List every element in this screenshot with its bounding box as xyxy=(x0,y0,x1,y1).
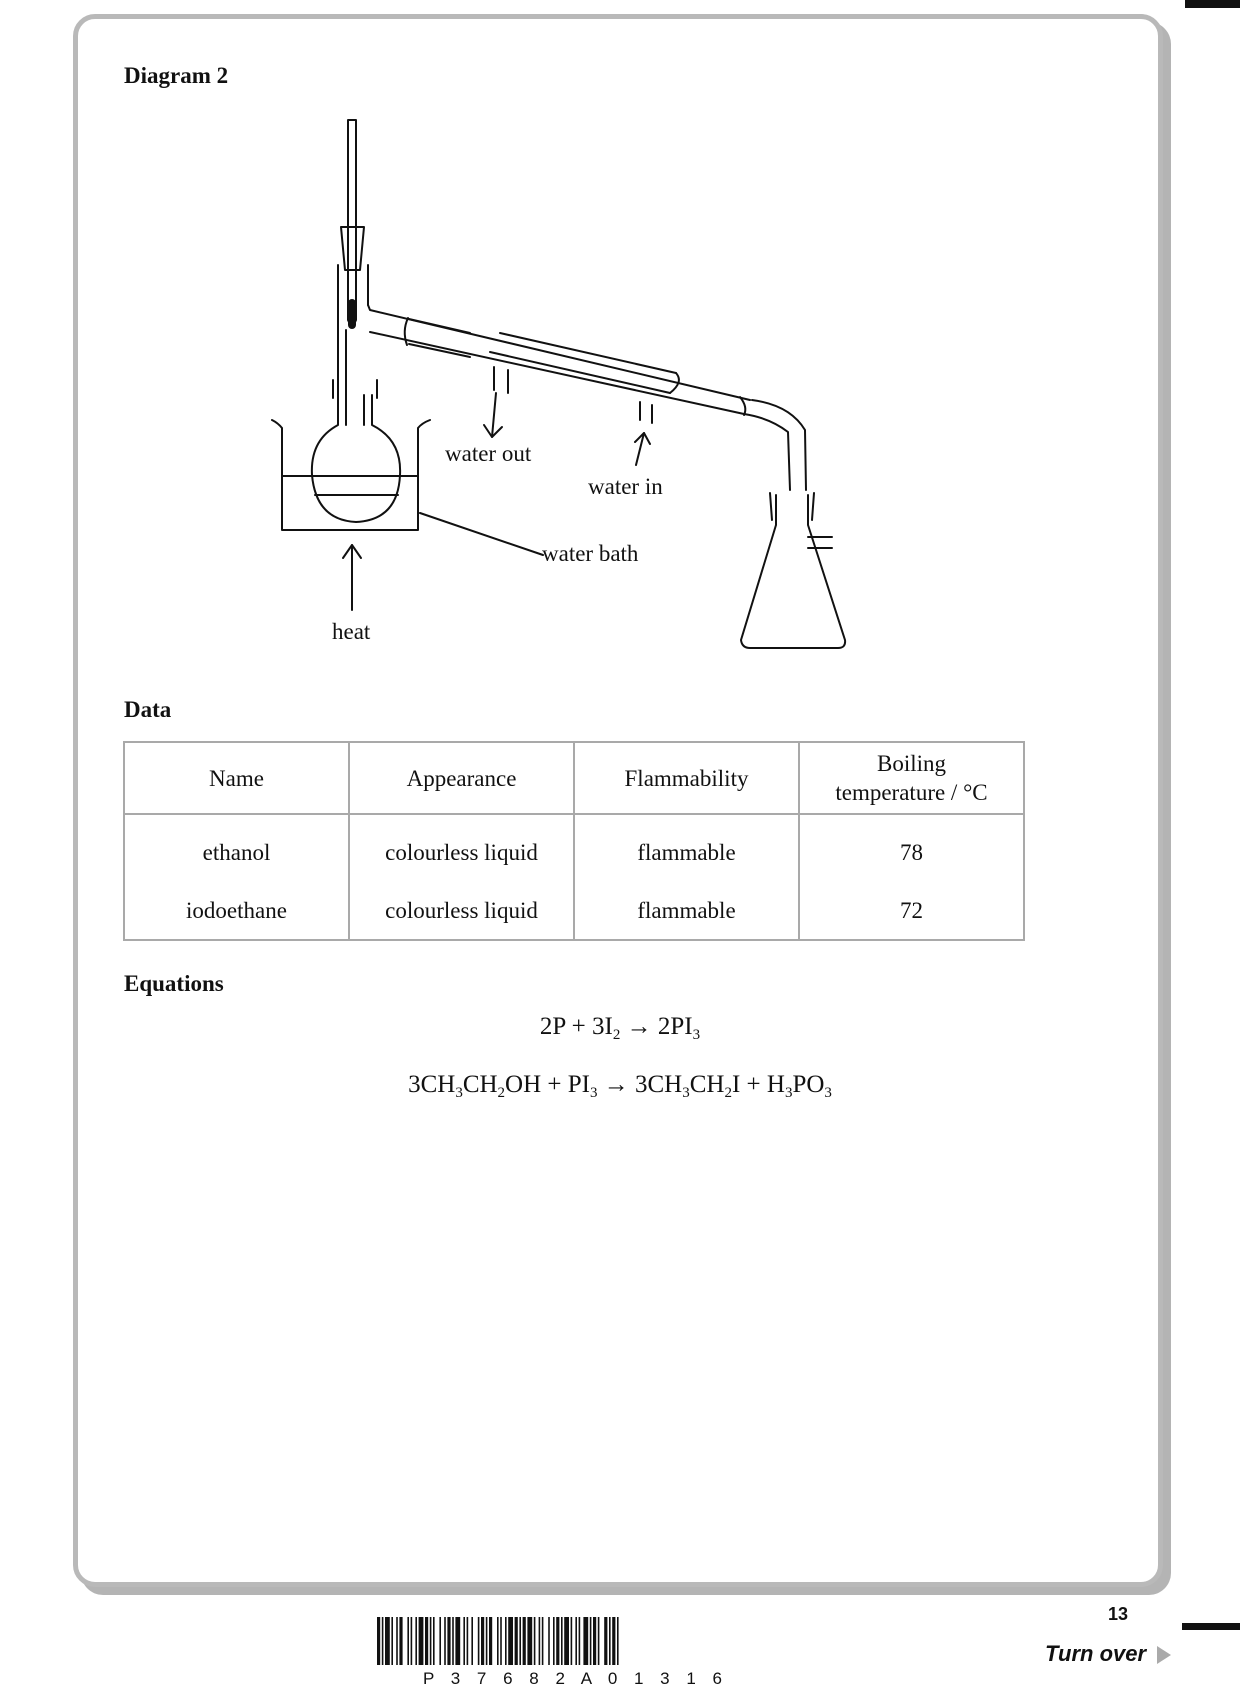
turn-over-arrow-icon xyxy=(1157,1646,1171,1664)
still-head xyxy=(337,264,369,306)
header-boiling-temperature: Boiling temperature / °C xyxy=(798,741,1025,815)
table-row: ethanol colourless liquid flammable 78 xyxy=(123,814,1025,883)
barcode-bars xyxy=(377,1617,619,1665)
label-water-out: water out xyxy=(445,441,532,466)
top-right-edge-mark xyxy=(1185,0,1240,8)
water-out-outlet xyxy=(493,366,509,394)
turn-over-text: Turn over xyxy=(1045,1641,1147,1666)
cell-flammability: flammable xyxy=(573,883,800,941)
barcode: P 3 7 6 8 2 A 0 1 3 1 6 xyxy=(377,1617,728,1687)
cell-boiling-temperature: 72 xyxy=(798,883,1025,941)
cell-boiling-temperature: 78 xyxy=(798,814,1025,883)
header-name: Name xyxy=(123,741,350,815)
equation-2: 3CH3CH2OH + PI3 → 3CH3CH2I + H3PO3 xyxy=(408,1071,832,1101)
header-flammability: Flammability xyxy=(573,741,800,815)
label-water-in: water in xyxy=(588,474,663,499)
adapter xyxy=(743,399,807,491)
cell-flammability: flammable xyxy=(573,814,800,883)
distillation-apparatus-diagram: water out water in water bath heat xyxy=(271,119,847,649)
equation-1: 2P + 3I2 → 2PI3 xyxy=(539,1013,701,1043)
barcode-text: P 3 7 6 8 2 A 0 1 3 1 6 xyxy=(423,1669,728,1687)
header-boiling-line1: Boiling xyxy=(876,751,946,776)
condenser-jacket xyxy=(489,332,677,394)
header-appearance: Appearance xyxy=(348,741,575,815)
cell-appearance: colourless liquid xyxy=(348,883,575,941)
water-bath xyxy=(271,419,431,531)
table-header-row: Name Appearance Flammability Boiling tem… xyxy=(123,741,1025,815)
header-boiling-line2: temperature / °C xyxy=(835,780,988,805)
bottom-right-edge-mark xyxy=(1182,1623,1240,1630)
label-water-bath: water bath xyxy=(542,541,639,566)
water-in-inlet xyxy=(639,401,653,424)
thermometer-bulb xyxy=(348,299,356,329)
page-number: 13 xyxy=(1108,1604,1129,1624)
cell-name: iodoethane xyxy=(123,883,350,941)
thermometer xyxy=(347,119,357,326)
cell-name: ethanol xyxy=(123,814,350,883)
round-bottom-flask xyxy=(310,394,402,523)
data-table: Name Appearance Flammability Boiling tem… xyxy=(123,741,1025,941)
label-heat: heat xyxy=(332,619,371,644)
diagram-heading: Diagram 2 xyxy=(124,63,229,88)
data-heading: Data xyxy=(124,697,172,722)
cell-appearance: colourless liquid xyxy=(348,814,575,883)
table-row: iodoethane colourless liquid flammable 7… xyxy=(123,883,1025,941)
equations-heading: Equations xyxy=(124,971,224,996)
conical-flask xyxy=(740,494,847,649)
stopper xyxy=(340,226,365,271)
